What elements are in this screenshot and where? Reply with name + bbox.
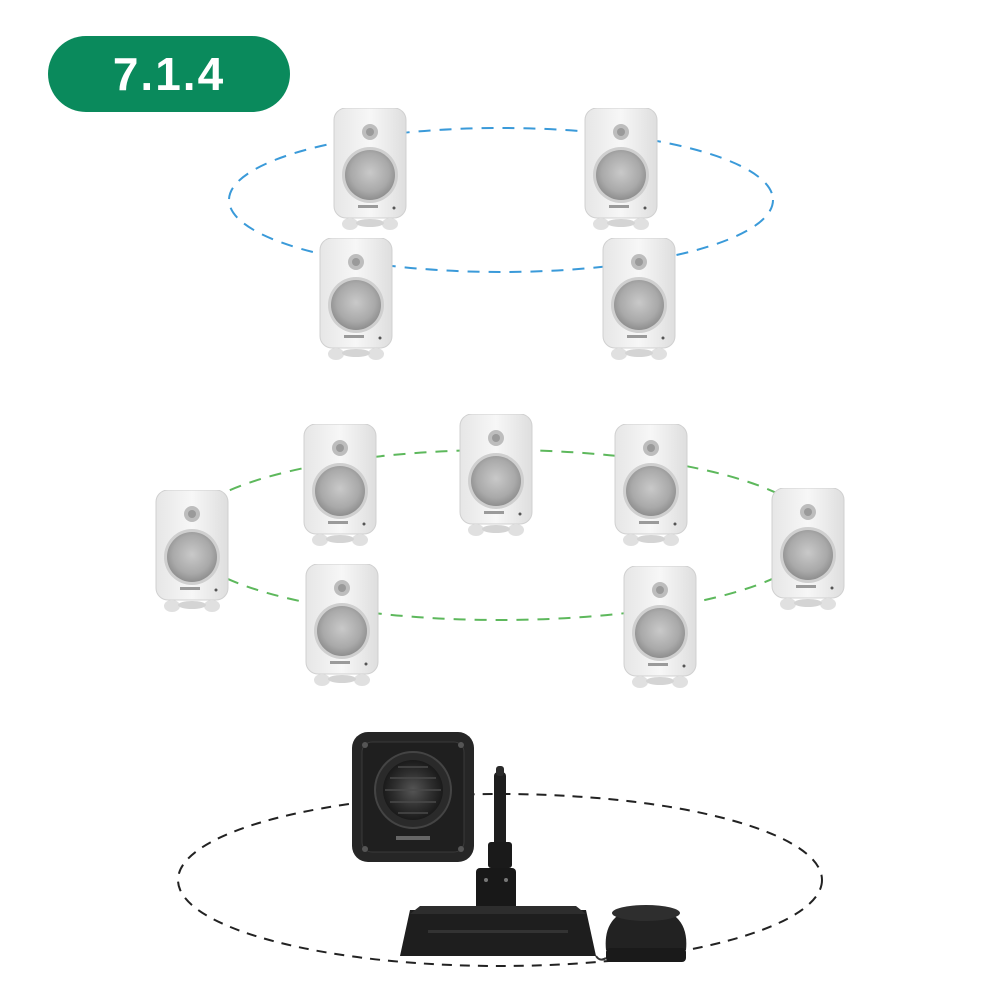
channel-config-badge: 7.1.4	[48, 36, 290, 112]
studio-monitor-icon	[303, 424, 377, 546]
ear-level-layer	[155, 414, 845, 688]
studio-monitor-icon	[584, 108, 658, 230]
subwoofer-icon	[352, 732, 474, 862]
height-layer	[319, 108, 676, 360]
studio-monitor-icon	[459, 414, 533, 536]
studio-monitor-icon	[319, 238, 393, 360]
studio-monitor-icon	[333, 108, 407, 230]
height-layer-ring	[228, 127, 774, 273]
studio-monitor-icon	[771, 488, 845, 610]
microphone-icon	[476, 766, 516, 912]
interface-hub-icon	[400, 906, 596, 956]
measurement-microphone	[595, 905, 687, 962]
studio-monitor-icon	[602, 238, 676, 360]
studio-monitor-icon	[155, 490, 229, 612]
floor-ring	[177, 793, 823, 967]
studio-monitor-icon	[614, 424, 688, 546]
studio-monitor-icon	[305, 564, 379, 686]
studio-monitor-icon	[623, 566, 697, 688]
